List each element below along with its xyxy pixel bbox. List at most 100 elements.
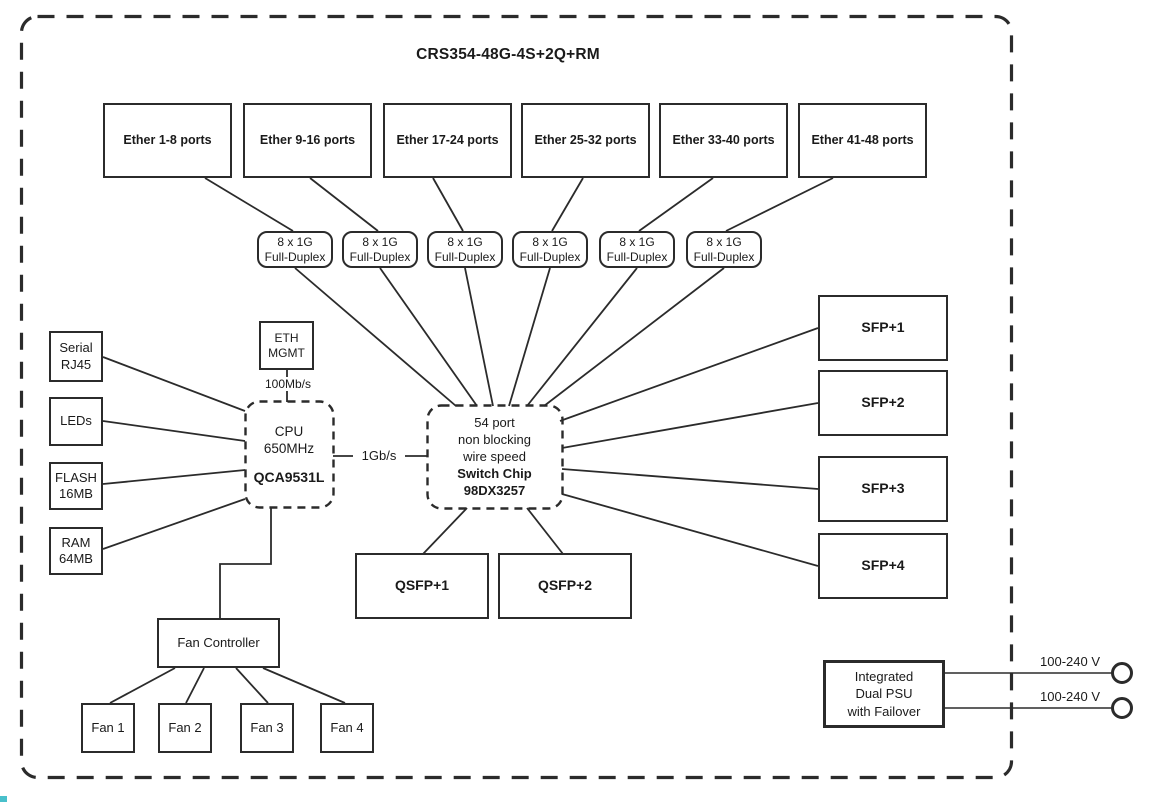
sfp4-box: SFP+4 <box>818 533 948 599</box>
phy-speed-label: 8 x 1G <box>447 234 483 249</box>
qsfp2-label: QSFP+2 <box>537 577 593 594</box>
psu-label-line2: Dual PSU <box>855 686 913 702</box>
switch-chip-wirespeed-label: wire speed <box>463 448 526 464</box>
power-socket-1-icon <box>1111 662 1133 684</box>
phy-speed-label: 8 x 1G <box>706 234 742 249</box>
ether-41-48-label: Ether 41-48 ports <box>811 132 914 147</box>
diagram-title: CRS354-48G-4S+2Q+RM <box>416 46 600 63</box>
phy-duplex-label: Full-Duplex <box>606 249 668 264</box>
phy-duplex-label: Full-Duplex <box>519 249 581 264</box>
power-socket-2-icon <box>1111 697 1133 719</box>
phy-speed-label: 8 x 1G <box>532 234 568 249</box>
qsfp2-box: QSFP+2 <box>498 553 632 619</box>
eth-mgmt-box: ETH MGMT <box>259 321 314 370</box>
qsfp1-box: QSFP+1 <box>355 553 489 619</box>
fan-controller-box: Fan Controller <box>157 618 280 668</box>
cpu-box: CPU 650MHz QCA9531L <box>245 401 333 508</box>
cpu-label: CPU <box>274 423 304 439</box>
switch-chip-box-border <box>426 404 564 510</box>
ether-17-24-label: Ether 17-24 ports <box>396 132 499 147</box>
phy-speed-label: 8 x 1G <box>619 234 655 249</box>
power-input-2-label: 100-240 V <box>1040 689 1100 704</box>
switch-chip-nonblocking-label: non blocking <box>458 431 531 447</box>
eth-mgmt-label-line2: MGMT <box>268 345 305 360</box>
fan4-box: Fan 4 <box>320 703 374 753</box>
ram-box: RAM 64MB <box>49 527 103 575</box>
cpu-model-label: QCA9531L <box>253 468 325 485</box>
switch-chip-box: 54 port non blocking wire speed Switch C… <box>427 405 562 508</box>
sfp2-label: SFP+2 <box>861 394 905 411</box>
ether-1-8-label: Ether 1-8 ports <box>123 132 212 147</box>
fan-controller-to-fan-links <box>109 667 346 704</box>
fan1-box: Fan 1 <box>81 703 135 753</box>
ether-to-phy-links <box>204 177 834 232</box>
leds-box: LEDs <box>49 397 103 446</box>
ram-size-label: 64MB <box>59 551 93 566</box>
phy-duplex-label: Full-Duplex <box>693 249 755 264</box>
sfp2-box: SFP+2 <box>818 370 948 436</box>
phy-speed-label: 8 x 1G <box>362 234 398 249</box>
switch-to-sfp-links <box>559 327 819 567</box>
switch-chip-model-label: 98DX3257 <box>463 483 526 499</box>
peripheral-to-cpu-links <box>102 356 246 550</box>
ether-9-16-label: Ether 9-16 ports <box>259 132 356 147</box>
leds-label: LEDs <box>60 413 92 429</box>
ether-41-48-box: Ether 41-48 ports <box>798 103 927 178</box>
fan2-box: Fan 2 <box>158 703 212 753</box>
fan3-label: Fan 3 <box>250 719 284 735</box>
mgmt-link-speed-label: 100Mb/s <box>258 377 318 391</box>
switch-chip-ports-label: 54 port <box>474 414 515 430</box>
power-input-1-label: 100-240 V <box>1040 654 1100 669</box>
corner-artifact <box>0 796 7 802</box>
ram-label: RAM <box>61 534 91 550</box>
cpu-box-border <box>244 400 335 509</box>
qsfp1-label: QSFP+1 <box>394 577 450 594</box>
fan3-box: Fan 3 <box>240 703 294 753</box>
sfp4-label: SFP+4 <box>861 557 905 574</box>
sfp3-box: SFP+3 <box>818 456 948 522</box>
psu-box: Integrated Dual PSU with Failover <box>823 660 945 728</box>
serial-label: Serial <box>59 340 93 356</box>
eth-mgmt-label-line1: ETH <box>274 330 299 345</box>
ether-25-32-box: Ether 25-32 ports <box>521 103 650 178</box>
flash-size-label: 16MB <box>59 486 93 501</box>
serial-rj45-box: Serial RJ45 <box>49 331 103 382</box>
switch-to-qsfp-links <box>422 507 564 555</box>
phy-to-switch-links <box>294 267 725 407</box>
phy-duplex-label: Full-Duplex <box>264 249 326 264</box>
sfp3-label: SFP+3 <box>861 480 905 497</box>
ether-1-8-box: Ether 1-8 ports <box>103 103 232 178</box>
sfp1-box: SFP+1 <box>818 295 948 361</box>
fan2-label: Fan 2 <box>168 719 202 735</box>
rj45-label: RJ45 <box>60 356 92 372</box>
cpu-to-fan-controller-link <box>219 508 272 618</box>
fan1-label: Fan 1 <box>91 719 125 735</box>
ether-25-32-label: Ether 25-32 ports <box>534 132 637 147</box>
ether-33-40-label: Ether 33-40 ports <box>672 132 775 147</box>
psu-label-line3: with Failover <box>847 703 921 719</box>
psu-label-line1: Integrated <box>854 668 914 684</box>
switch-chip-title-label: Switch Chip <box>457 466 532 482</box>
ether-9-16-box: Ether 9-16 ports <box>243 103 372 178</box>
cpu-clock-label: 650MHz <box>263 441 315 457</box>
psu-power-lines <box>945 672 1112 709</box>
device-enclosure-border <box>19 14 1014 780</box>
fan-controller-label: Fan Controller <box>177 634 260 650</box>
ether-17-24-box: Ether 17-24 ports <box>383 103 512 178</box>
flash-label: FLASH <box>55 469 97 485</box>
phy-speed-label: 8 x 1G <box>277 234 313 249</box>
ether-33-40-box: Ether 33-40 ports <box>659 103 788 178</box>
phy-duplex-label: Full-Duplex <box>434 249 496 264</box>
flash-box: FLASH 16MB <box>49 462 103 510</box>
sfp1-label: SFP+1 <box>861 319 905 336</box>
cpu-switch-link-speed-label: 1Gb/s <box>353 448 405 463</box>
fan4-label: Fan 4 <box>330 719 364 735</box>
